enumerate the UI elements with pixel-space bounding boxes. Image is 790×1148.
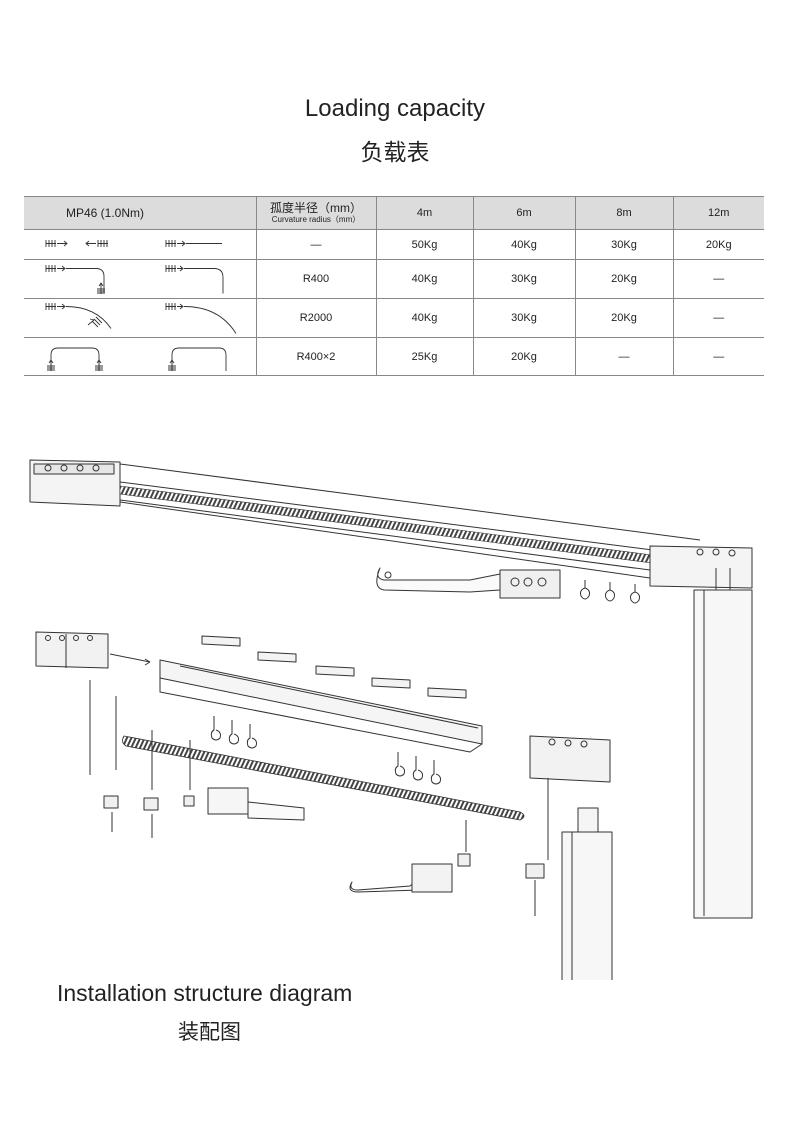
value-cell: 25Kg [375,337,473,376]
radius-cell: R400 [255,259,376,299]
installation-structure-diagram [29,459,753,980]
exploded-rail [159,659,483,753]
exploded-motor-cap [525,735,611,916]
value-cell: 50Kg [375,229,473,260]
value-cell: 30Kg [472,298,575,338]
value-cell: 40Kg [472,229,575,260]
header-length-8m: 8m [574,196,673,230]
header-length-12m: 12m [672,196,764,230]
table-row: — 50Kg 40Kg 30Kg 20Kg [24,229,764,260]
exploded-end-cap [35,631,151,775]
diagram-caption: Installation structure diagram [57,980,353,1006]
value-cell: 20Kg [472,337,575,376]
header-length-4m: 4m [375,196,473,230]
header-model: MP46 (1.0Nm) [24,196,256,230]
table-header-row: MP46 (1.0Nm) 孤度半径（mm） Curvature radius（m… [24,196,764,230]
loading-capacity-table: MP46 (1.0Nm) 孤度半径（mm） Curvature radius（m… [24,196,764,376]
table-row: R400×2 25Kg 20Kg — — [24,337,764,376]
value-cell: 30Kg [574,229,673,260]
value-cell: 20Kg [574,298,673,338]
table-row: R2000 40Kg 30Kg 20Kg — [24,298,764,338]
value-cell: — [574,337,673,376]
page-title: Loading capacity [304,95,486,122]
double-bend-track-icon [24,337,256,376]
header-radius-en: Curvature radius（mm） [271,214,361,224]
radius-cell: R400×2 [255,337,376,376]
r2000-curve-track-icon [24,298,256,338]
value-cell: 20Kg [672,229,764,260]
value-cell: 40Kg [375,298,473,338]
value-cell: 30Kg [472,259,575,299]
radius-cell: R2000 [255,298,376,338]
straight-track-icon [24,229,256,260]
page-title-chinese: 负载表 [360,140,430,166]
value-cell: 20Kg [574,259,673,299]
bottom-bracket [349,820,471,893]
exploded-belt [122,735,525,821]
diagram-caption-chinese: 装配图 [178,1020,241,1044]
radius-cell: — [255,229,376,260]
header-radius: 孤度半径（mm） Curvature radius（mm） [255,196,376,230]
value-cell: — [672,337,764,376]
header-length-6m: 6m [472,196,575,230]
header-radius-zh: 孤度半径（mm） [270,200,362,215]
mounting-plates [201,635,467,699]
runner-hooks [210,716,441,785]
assembled-track [29,459,753,919]
value-cell: — [672,259,764,299]
r400-bend-track-icon [24,259,256,299]
value-cell: 40Kg [375,259,473,299]
left-fittings [103,696,305,838]
table-row: R400 40Kg 30Kg 20Kg — [24,259,764,299]
value-cell: — [672,298,764,338]
motor-unit [561,807,613,980]
